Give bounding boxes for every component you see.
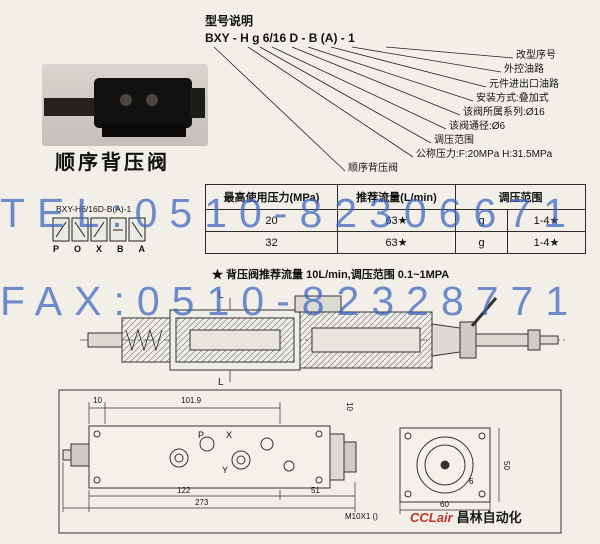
cell-grade: g [455, 209, 508, 232]
brand-chinese: 昌林自动化 [456, 510, 522, 525]
symbol-model-label: BXY-H6/16D-B(A)-1 [56, 204, 132, 214]
flow-note: ★ 背压阀推荐流量 10L/min,调压范围 0.1~1MPA [212, 269, 450, 281]
cell-flow: 63★ [337, 209, 456, 232]
port-letter: X [96, 244, 103, 254]
cell-pressure: 32 [205, 231, 338, 254]
dim-6: 6 [469, 477, 474, 486]
callout-label: 外控油路 [504, 64, 544, 75]
spec-table: 最高使用压力(MPa) 推荐流量(L/min) 调压范围 20 63★ g 1-… [205, 184, 586, 254]
thread-label: M10X1 () [345, 512, 378, 521]
dim-L-bottom: L [218, 377, 224, 388]
port-letter: P [53, 244, 60, 254]
callout-label: 该阀所属系列:Ø16 [463, 107, 545, 118]
spec-table-header-row: 最高使用压力(MPa) 推荐流量(L/min) 调压范围 [205, 184, 586, 210]
valve-flange [102, 124, 186, 137]
product-photo [42, 64, 208, 146]
dim-101-9: 101.9 [181, 396, 202, 405]
model-callout-lines [213, 46, 514, 172]
spec-table-row: 32 63★ g 1-4★ [205, 231, 586, 254]
port-letter: A [138, 244, 145, 254]
port-label-x: X [226, 430, 232, 440]
valve-port-dot [120, 94, 132, 106]
port-letter: O [74, 244, 82, 254]
brand-latin: CCLair [410, 510, 453, 525]
callout-label: 顺序背压阀 [348, 163, 398, 174]
dim-51: 51 [311, 486, 320, 495]
dim-10-left: 10 [93, 396, 102, 405]
valve-stem [44, 98, 102, 116]
valve-body [94, 78, 192, 128]
callout-label: 公称压力:F:20MPa H:31.5MPa [416, 149, 553, 160]
assembly-drawing: L L [80, 290, 565, 388]
callout-label: 安装方式:叠加式 [476, 93, 549, 104]
port-label-y: Y [222, 465, 228, 475]
cell-pressure: 20 [205, 209, 338, 232]
spec-table-row: 20 63★ g 1-4★ [205, 209, 586, 232]
col-header-range: 调压范围 [455, 184, 586, 210]
callout-label: 调压范围 [434, 135, 474, 146]
cell-flow: 63★ [337, 231, 456, 254]
callout-label: 该阀通径:Ø6 [449, 121, 506, 132]
port-letter: B [117, 244, 124, 254]
dim-273: 273 [195, 498, 209, 507]
dim-L-top: L [218, 290, 224, 301]
dim-10-right: 10 [345, 402, 354, 411]
col-header-pressure: 最高使用压力(MPa) [205, 184, 338, 210]
model-legend-title: 型号说明 [205, 14, 254, 28]
cell-range: 1-4★ [507, 209, 586, 232]
installation-drawing: P X Y 10 101.9 10 122 51 273 [58, 389, 562, 534]
callout-label: 元件进出口油路 [489, 79, 559, 90]
cell-range: 1-4★ [507, 231, 586, 254]
hydraulic-symbol [52, 217, 146, 242]
dim-50: 50 [502, 461, 511, 470]
cell-grade: g [455, 231, 508, 254]
product-name: 顺序背压阀 [55, 152, 170, 174]
callout-label: 改型序号 [516, 50, 556, 61]
valve-port-dot [146, 94, 158, 106]
dim-60: 60 [440, 500, 449, 509]
dim-122: 122 [177, 486, 191, 495]
col-header-flow: 推荐流量(L/min) [337, 184, 456, 210]
valve-end-cap [190, 88, 205, 118]
port-label-p: P [198, 430, 204, 440]
symbol-port-letters: P O X B A [53, 244, 145, 254]
model-code: BXY - H g 6/16 D - B (A) - 1 [205, 31, 355, 45]
